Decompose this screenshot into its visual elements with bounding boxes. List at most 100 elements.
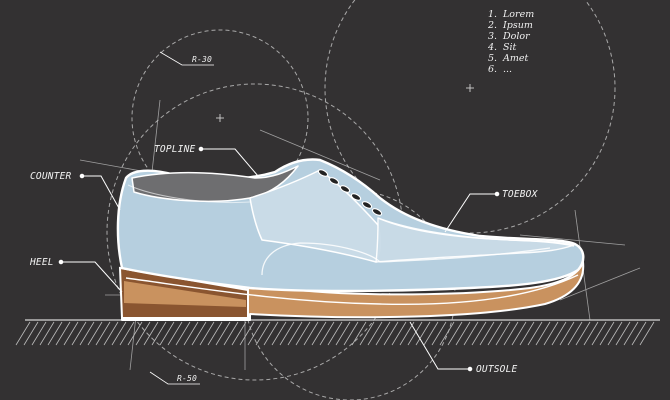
- hatch-line: [407, 321, 423, 346]
- hatch-line: [303, 321, 319, 346]
- r30-leader: [159, 51, 214, 66]
- hatch-line: [175, 321, 191, 346]
- hatch-line: [79, 321, 95, 346]
- hatch-line: [319, 321, 335, 346]
- guide-circle-r30: [131, 29, 309, 207]
- hatch-line: [415, 321, 431, 346]
- hatch-line: [63, 321, 79, 346]
- hatch-line: [559, 321, 575, 346]
- hatch-line: [223, 321, 239, 346]
- ground: [15, 319, 660, 346]
- legend-list: 1.Lorem2.Ipsum3.Dolor4.Sit5.Amet6....: [487, 9, 534, 75]
- hatch-line: [279, 321, 295, 346]
- eyelet: [339, 185, 351, 193]
- hatch-line: [31, 321, 47, 346]
- heel-leader: [61, 261, 123, 293]
- hatch-line: [447, 321, 463, 346]
- hatch-line: [343, 321, 359, 346]
- hatch-line: [623, 321, 639, 346]
- hatch-line: [639, 321, 655, 346]
- lower-vamp-seam: [261, 242, 551, 276]
- hatch-line: [183, 321, 199, 346]
- topline-label: TOPLINE: [154, 144, 196, 155]
- hatch-line: [263, 321, 279, 346]
- guide-line: [259, 129, 381, 181]
- hatch-line: [615, 321, 631, 346]
- eyelet: [317, 169, 329, 177]
- hatch-line: [207, 321, 223, 346]
- toebox-label: TOEBOX: [502, 189, 539, 200]
- hatch-line: [375, 321, 391, 346]
- hatch-line: [151, 321, 167, 346]
- hatch-line: [423, 321, 439, 346]
- hatch-line: [111, 321, 127, 346]
- legend-number: 1.: [488, 9, 497, 20]
- r50-leader: [149, 371, 200, 385]
- hatch-line: [255, 321, 271, 346]
- hatch-line: [503, 321, 519, 346]
- counter-seam: [127, 184, 251, 203]
- hatch-line: [71, 321, 87, 346]
- hatch-line: [575, 321, 591, 346]
- hatch-line: [351, 321, 367, 346]
- hatch-line: [583, 321, 599, 346]
- hatch-line: [135, 321, 151, 346]
- hatch-line: [87, 321, 103, 346]
- hatch-line: [511, 321, 527, 346]
- hatch-line: [143, 321, 159, 346]
- hatch-line: [231, 321, 247, 346]
- hatch-line: [103, 321, 119, 346]
- sole-welt-line: [125, 274, 579, 305]
- ground-hatch: [15, 321, 655, 346]
- counter-leader: [82, 175, 121, 211]
- eyelet: [328, 177, 340, 185]
- legend-item-text: Lorem: [502, 9, 534, 20]
- r50-label: R-50: [177, 374, 197, 383]
- hatch-line: [215, 321, 231, 346]
- hatch-line: [479, 321, 495, 346]
- shoe-upper: [116, 158, 585, 293]
- legend-item-text: Dolor: [502, 31, 531, 42]
- eyelet: [371, 208, 383, 216]
- hatch-line: [167, 321, 183, 346]
- legend-number: 5.: [488, 53, 497, 64]
- hatch-line: [23, 321, 39, 346]
- hatch-line: [455, 321, 471, 346]
- hatch-line: [15, 321, 31, 346]
- hatch-line: [191, 321, 207, 346]
- hatch-line: [591, 321, 607, 346]
- hatch-line: [527, 321, 543, 346]
- toebox-leader: [444, 193, 497, 233]
- hatch-line: [55, 321, 71, 346]
- legend-number: 4.: [487, 42, 497, 53]
- labels: TOPLINE COUNTER HEEL TOEBOX OUTSOLE R-30…: [29, 55, 539, 383]
- eyelet: [361, 201, 373, 209]
- counter-label: COUNTER: [30, 171, 72, 182]
- hatch-line: [367, 321, 383, 346]
- hatch-line: [287, 321, 303, 346]
- heel-label: HEEL: [29, 257, 54, 268]
- hatch-line: [599, 321, 615, 346]
- hatch-line: [271, 321, 287, 346]
- toe-seam: [377, 217, 575, 247]
- hatch-line: [127, 321, 143, 346]
- legend-number: 6.: [488, 64, 497, 75]
- hatch-line: [239, 321, 255, 346]
- hatch-line: [295, 321, 311, 346]
- legend-item-text: Amet: [502, 53, 528, 64]
- hatch-line: [383, 321, 399, 346]
- hatch-line: [567, 321, 583, 346]
- eyelet: [350, 193, 362, 201]
- legend-item-text: Sit: [503, 42, 517, 53]
- hatch-line: [119, 321, 135, 346]
- hatch-line: [543, 321, 559, 346]
- guide-line: [559, 267, 641, 301]
- hatch-line: [335, 321, 351, 346]
- hatch-line: [519, 321, 535, 346]
- r30-label: R-30: [192, 55, 212, 64]
- guide-circle-toe: [324, 0, 616, 234]
- heel-layer: [124, 281, 246, 307]
- hatch-line: [359, 321, 375, 346]
